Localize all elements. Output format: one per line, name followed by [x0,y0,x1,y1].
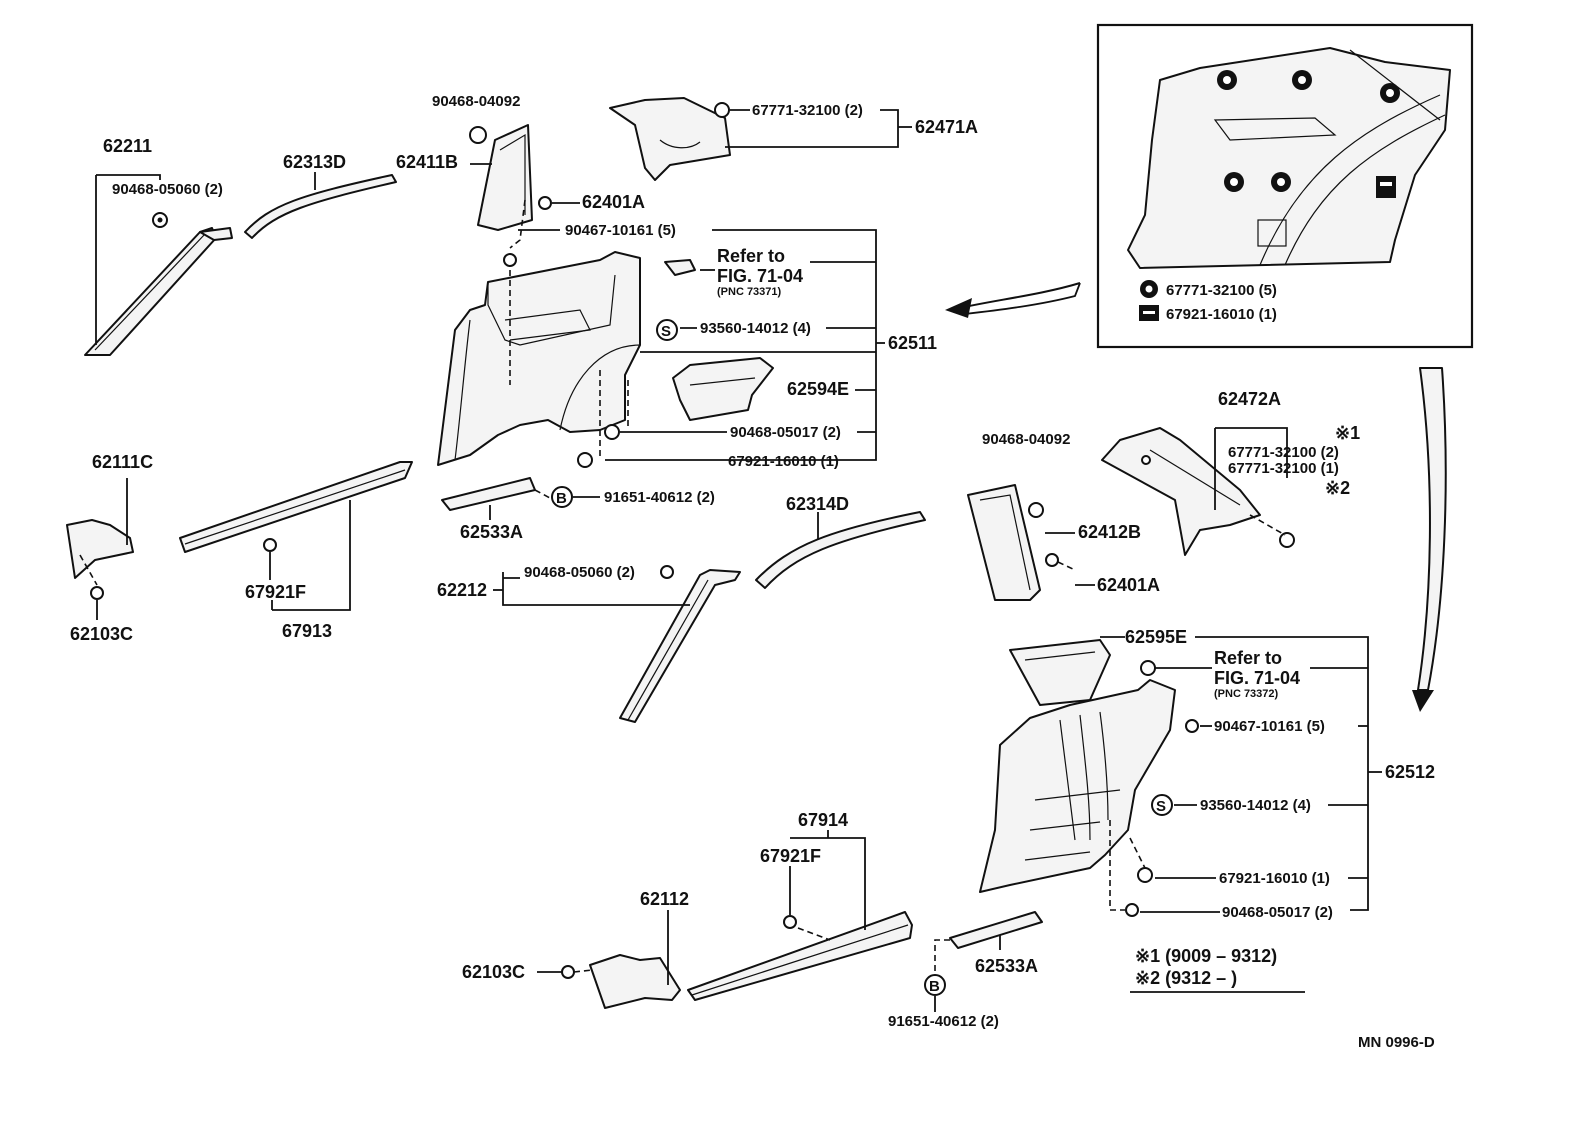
part-62111C: 62111C 62103C [66,452,153,644]
label-62111C: 62111C [92,452,153,472]
figure-code: MN 0996-D [1358,1034,1435,1051]
label-refer-top-1: Refer to [717,246,785,266]
label-90467-bot: 90467-10161 (5) [1214,718,1325,735]
label-62103C-bot: 62103C [462,962,525,982]
label-93560-bot: 93560-14012 (4) [1200,797,1311,814]
label-62512: 62512 [1385,762,1435,782]
label-star2-top: ※2 [1325,478,1350,498]
label-62472A: 62472A [1218,389,1281,409]
label-90468-05017-top: 90468-05017 (2) [730,424,841,441]
label-star1-top: ※1 [1335,423,1360,443]
label-62211: 62211 [103,136,152,156]
label-62412B-clip: 90468-04092 [982,431,1070,448]
long-arrow-head [1412,690,1434,712]
inset-detail: 67771-32100 (5) 67921-16010 (1) [1096,23,1474,349]
part-67913: 67921F 67913 [179,461,413,641]
label-refer-bot-1: Refer to [1214,648,1282,668]
label-62212: 62212 [437,580,487,600]
label-62594E: 62594E [787,379,849,399]
label-62533A-bot: 62533A [975,956,1038,976]
arrow-to-panel [945,298,972,318]
label-62533A-top: 62533A [460,522,523,542]
label-62313D: 62313D [283,152,346,172]
label-67921-16010-top: 67921-16010 (1) [728,453,839,470]
part-67914: 67914 67921F [687,810,913,1001]
label-refer-top-pnc: (PNC 73371) [717,286,782,298]
inset-legend-clip: 67771-32100 (5) [1166,282,1277,299]
symbol-B-top: B [556,490,567,507]
label-62411B-clip: 90468-04092 [432,93,520,110]
label-62595E: 62595E [1125,627,1187,647]
note-star2: ※2 (9312 – ) [1135,968,1237,988]
part-62401A-top: 62401A [538,192,645,212]
part-62472A: 62472A ※1 67771-32100 (2) 67771-32100 (1… [1101,389,1360,556]
note-star1: ※1 (9009 – 9312) [1135,946,1277,966]
part-62411B: 90468-04092 62411B [396,93,533,249]
label-67921F-top: 67921F [245,582,306,602]
label-refer-top-2: FIG. 71-04 [717,266,803,286]
part-62512: S 62595E Refer to FIG. 71-04 (PNC 73372)… [979,627,1435,921]
label-91651-bot: 91651-40612 (2) [888,1013,999,1030]
part-62313D: 62313D [244,152,397,239]
long-arrow-shaft [1417,367,1447,691]
label-90468-05017-bot: 90468-05017 (2) [1222,904,1333,921]
label-67913: 67913 [282,621,332,641]
label-62411B: 62411B [396,152,458,172]
label-62401A-top: 62401A [582,192,645,212]
part-62412B: 90468-04092 62412B 62401A [967,431,1160,601]
label-refer-bot-2: FIG. 71-04 [1214,668,1300,688]
label-93560-top: 93560-14012 (4) [700,320,811,337]
label-62211-clip: 90468-05060 (2) [112,181,223,198]
label-62412B: 62412B [1078,522,1141,542]
label-62511: 62511 [888,333,937,353]
label-67921F-bot: 67921F [760,846,821,866]
label-62471A: 62471A [915,117,978,137]
part-62212: 62212 90468-05060 (2) [437,564,741,723]
label-62112: 62112 [640,889,689,909]
part-62314D: 62314D [755,494,926,589]
part-62471A: 67771-32100 (2) 62471A [609,97,978,181]
part-62211: 62211 90468-05060 (2) [84,136,233,356]
inset-legend-fastener: 67921-16010 (1) [1166,306,1277,323]
label-62103C-top: 62103C [70,624,133,644]
date-notes: ※1 (9009 – 9312) ※2 (9312 – ) MN 0996-D [1130,946,1435,1051]
part-62594E: 62594E [672,357,849,421]
label-90467-top: 90467-10161 (5) [565,222,676,239]
label-91651-top: 91651-40612 (2) [604,489,715,506]
label-refer-bot-pnc: (PNC 73372) [1214,688,1279,700]
label-67771-2: 67771-32100 (2) [1228,444,1339,461]
label-67921-16010-bot: 67921-16010 (1) [1219,870,1330,887]
symbol-S-top: S [661,323,671,340]
label-67771-1: 67771-32100 (1) [1228,460,1339,477]
part-62533A-top: B 62533A 91651-40612 (2) [441,477,715,542]
part-62533A-bot: B 62533A 91651-40612 (2) [888,911,1043,1030]
label-62212-clip: 90468-05060 (2) [524,564,635,581]
symbol-S-bot: S [1156,798,1166,815]
label-67914: 67914 [798,810,848,830]
symbol-B-bot: B [929,978,940,995]
label-62314D: 62314D [786,494,849,514]
label-67771-top: 67771-32100 (2) [752,102,863,119]
label-62401A-mid: 62401A [1097,575,1160,595]
part-62112: 62112 62103C [462,889,689,1009]
part-62511: S 90467-10161 (5) Refer to FIG. 71-04 (P… [437,222,937,470]
